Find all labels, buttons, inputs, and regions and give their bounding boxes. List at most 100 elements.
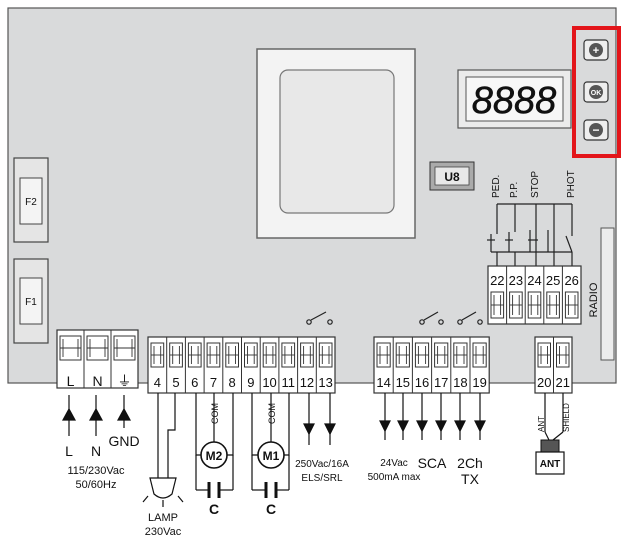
input-terminal[interactable]: 22 bbox=[490, 273, 505, 319]
motor-m1-icon: M1 bbox=[257, 441, 285, 469]
lamp-icon bbox=[142, 393, 184, 507]
motor-m2-wiring bbox=[195, 393, 234, 498]
minus-icon: − bbox=[592, 123, 599, 137]
input-contacts bbox=[487, 203, 573, 268]
power-terminal-label: ⏚ bbox=[118, 373, 132, 389]
accessory-terminal[interactable]: 16 bbox=[411, 337, 429, 393]
motor-m2-icon: M2 bbox=[200, 441, 228, 469]
input-label-pp: P.P. bbox=[509, 182, 520, 198]
antenna-terminal-label: 20 bbox=[537, 375, 551, 390]
tx-label: TX bbox=[461, 471, 480, 487]
motor-terminal[interactable]: 11 bbox=[278, 337, 296, 393]
motor-terminal-label: 11 bbox=[282, 375, 296, 390]
motor-terminal[interactable]: 6 bbox=[184, 337, 202, 393]
motor-terminal[interactable]: 5 bbox=[166, 337, 183, 393]
input-terminal-label: 26 bbox=[564, 273, 578, 288]
power-voltage-label: 115/230Vac bbox=[67, 465, 125, 477]
accessory-terminal[interactable]: 14 bbox=[376, 342, 391, 390]
power-terminal-label: L bbox=[67, 373, 75, 389]
motor-terminal[interactable]: 9 bbox=[241, 337, 258, 393]
input-label-stop: STOP bbox=[530, 171, 541, 198]
power-terminal[interactable]: ⏚ bbox=[110, 330, 136, 389]
power-l-label: L bbox=[65, 443, 73, 459]
accessory-terminal-label: 18 bbox=[453, 375, 467, 390]
motor-terminal-label: 7 bbox=[210, 375, 217, 390]
input-label-phot: PHOT bbox=[566, 170, 577, 198]
accessory-terminal-label: 19 bbox=[472, 375, 486, 390]
accessory-terminal[interactable]: 15 bbox=[392, 337, 410, 393]
antenna-wiring bbox=[544, 393, 564, 441]
input-terminal[interactable]: 25 bbox=[543, 266, 561, 324]
motor-terminal[interactable]: 13 bbox=[315, 337, 333, 393]
power-terminal-block: L N ⏚ bbox=[56, 329, 139, 389]
accessory-terminal[interactable]: 17 bbox=[431, 337, 449, 393]
motor-m2-com-label: COM bbox=[210, 403, 220, 424]
antenna-terminal[interactable]: 21 bbox=[553, 337, 570, 393]
radio-slot: RADIO bbox=[588, 227, 615, 361]
fuse-f2-label: F2 bbox=[25, 197, 37, 208]
motor-terminal-label: 12 bbox=[300, 375, 314, 390]
power-terminal[interactable]: L bbox=[59, 335, 82, 389]
power-terminal-label: N bbox=[92, 373, 102, 389]
accessory-terminal-label: 14 bbox=[376, 375, 390, 390]
accessory-current-label: 500mA max bbox=[368, 472, 421, 483]
motor-terminal-label: 4 bbox=[154, 375, 161, 390]
motor-m1-cap-label: C bbox=[266, 501, 276, 517]
antenna-connector-label: ANT bbox=[540, 459, 561, 470]
input-terminal[interactable]: 26 bbox=[561, 266, 579, 324]
motor-terminal-label: 9 bbox=[247, 375, 254, 390]
antenna-shield-label: SHIELD bbox=[562, 403, 571, 432]
antenna-terminal-label: 21 bbox=[556, 375, 570, 390]
motor-terminal-label: 6 bbox=[191, 375, 198, 390]
input-terminal[interactable]: 23 bbox=[506, 266, 524, 324]
minus-button[interactable]: − bbox=[583, 119, 609, 141]
ok-button[interactable]: OK bbox=[583, 81, 609, 103]
antenna-ant-label: ANT bbox=[537, 416, 546, 432]
sca-label: SCA bbox=[418, 455, 447, 471]
antenna-connector-icon: ANT bbox=[535, 439, 565, 475]
motor-m2-label: M2 bbox=[206, 449, 223, 463]
motor-terminal-label: 10 bbox=[262, 375, 276, 390]
input-label-ped: PED. bbox=[491, 175, 502, 198]
els-output-arrows bbox=[303, 393, 336, 445]
input-terminal-label: 25 bbox=[546, 273, 560, 288]
motor-terminal-label: 5 bbox=[172, 375, 179, 390]
input-terminal-label: 24 bbox=[527, 273, 541, 288]
accessory-output-arrows bbox=[379, 393, 486, 440]
display-digits: 8888 bbox=[472, 80, 557, 122]
els-rating-label: 250Vac/16A bbox=[295, 459, 349, 470]
relay-contacts bbox=[306, 311, 483, 325]
fuse-f1-label: F1 bbox=[25, 297, 37, 308]
motor-terminal[interactable]: 7 bbox=[203, 337, 221, 393]
accessory-terminal-label: 17 bbox=[434, 375, 448, 390]
seven-segment-display: 8888 bbox=[457, 69, 572, 129]
power-terminal[interactable]: N bbox=[83, 330, 109, 389]
motor-terminal[interactable]: 12 bbox=[297, 337, 315, 393]
accessory-terminal[interactable]: 19 bbox=[469, 337, 487, 393]
power-frequency-label: 50/60Hz bbox=[76, 479, 117, 491]
accessory-terminal[interactable]: 18 bbox=[450, 337, 468, 393]
input-terminal[interactable]: 24 bbox=[524, 266, 542, 324]
plus-button[interactable]: + bbox=[583, 39, 609, 61]
els-srl-label: ELS/SRL bbox=[301, 473, 343, 484]
motor-terminal[interactable]: 4 bbox=[150, 342, 165, 390]
button-highlight bbox=[572, 26, 621, 158]
antenna-terminal[interactable]: 20 bbox=[537, 342, 551, 390]
fuse-f1: F1 bbox=[13, 258, 49, 344]
motor-terminal-label: 8 bbox=[229, 375, 236, 390]
accessory-terminal-label: 16 bbox=[415, 375, 429, 390]
input-terminal-label: 22 bbox=[490, 273, 504, 288]
fuse-f2: F2 bbox=[13, 157, 49, 243]
ok-icon: OK bbox=[591, 90, 602, 97]
motor-m1-wiring bbox=[251, 393, 290, 498]
tx-channels-label: 2Ch bbox=[457, 455, 483, 471]
lamp-label: LAMP bbox=[148, 512, 178, 524]
motor-terminal[interactable]: 8 bbox=[222, 337, 240, 393]
power-n-label: N bbox=[91, 443, 101, 459]
power-wiring bbox=[61, 395, 132, 436]
motor-m2-cap-label: C bbox=[209, 501, 219, 517]
motor-terminal[interactable]: 10 bbox=[259, 337, 277, 393]
